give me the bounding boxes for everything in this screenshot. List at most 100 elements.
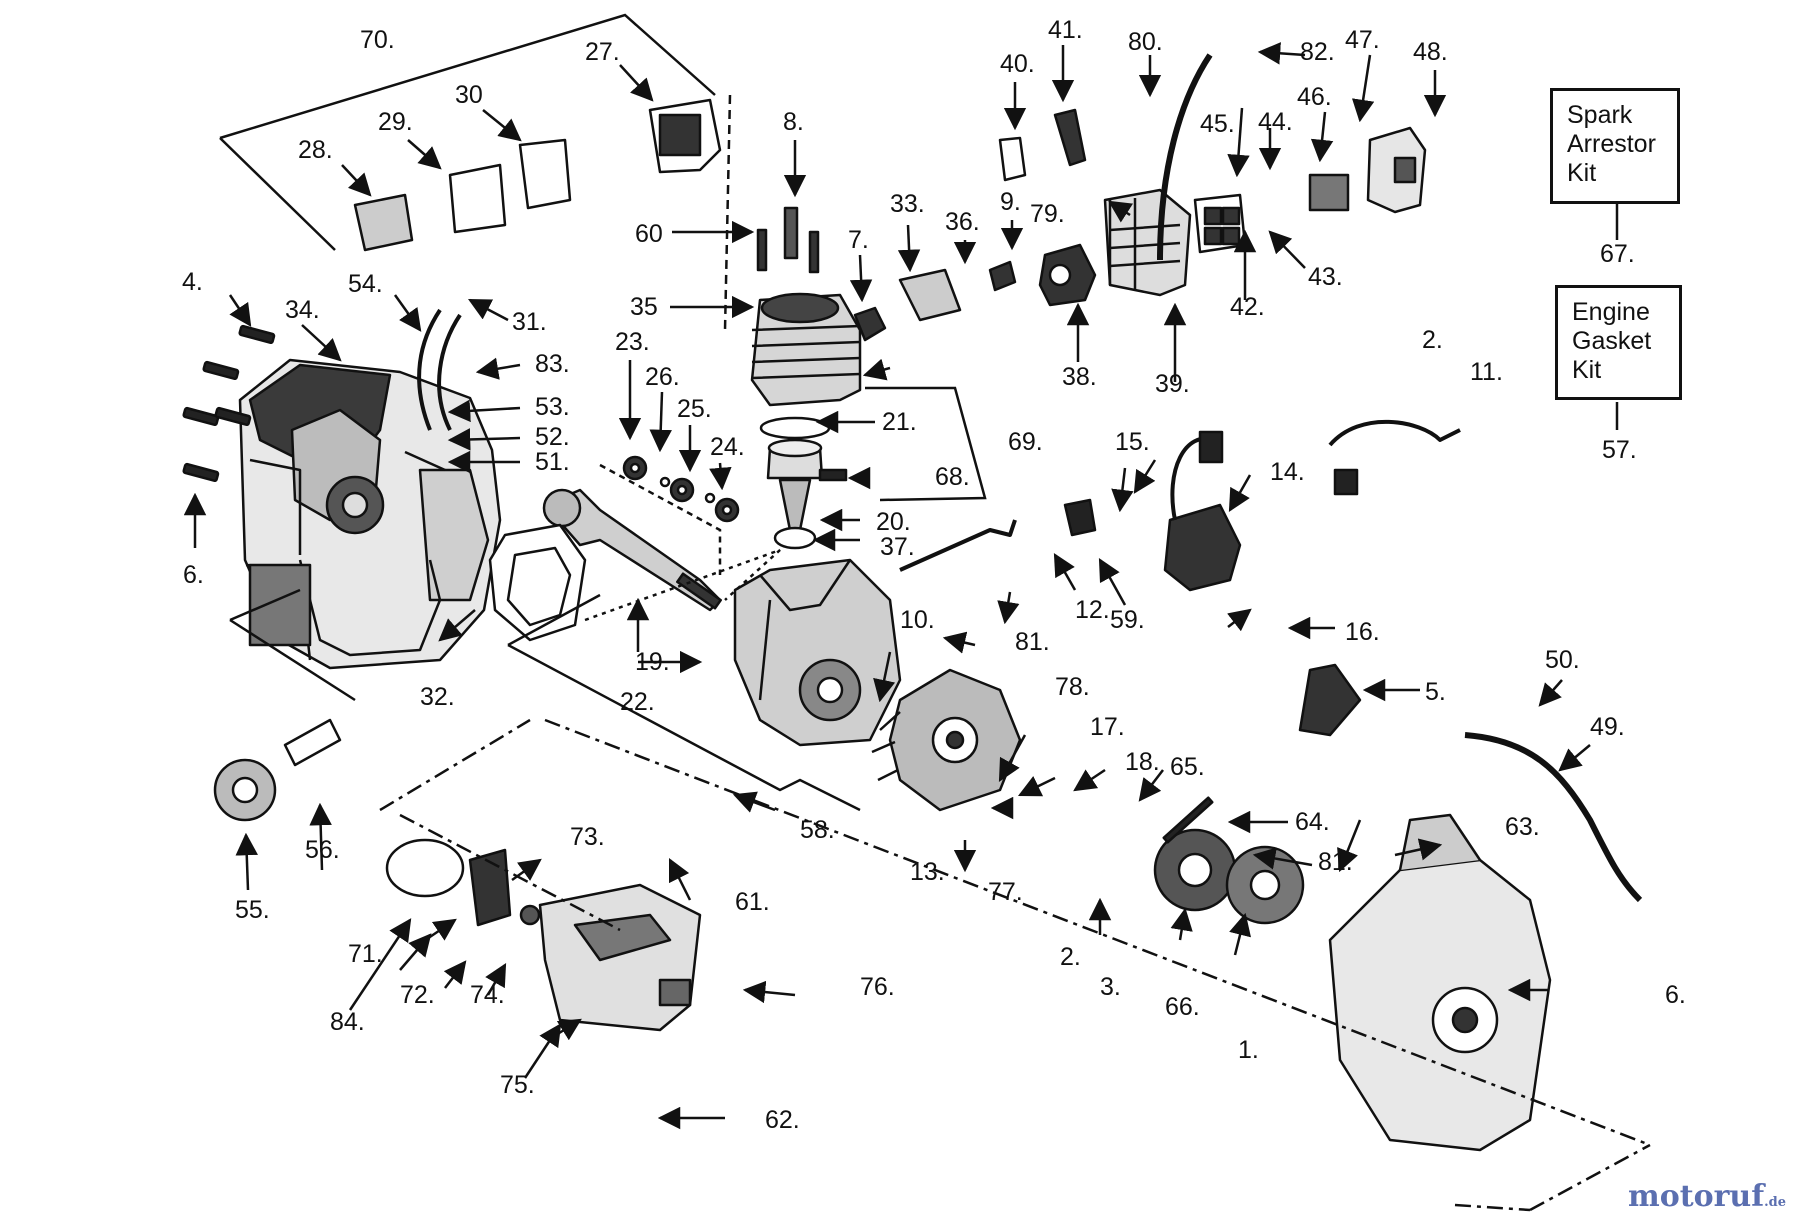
spark-arrestor-line2: Arrestor [1567, 130, 1656, 158]
engine-gasket-line2: Gasket [1572, 327, 1652, 355]
callout-17: 17. [1090, 713, 1125, 741]
callout-4: 4. [182, 268, 203, 296]
callout-42: 42. [1230, 293, 1265, 321]
callout-55: 55. [235, 896, 270, 924]
fuel-lines-drawing [417, 53, 1213, 431]
air-filter-drawing [1308, 173, 1350, 212]
callout-8: 8. [783, 108, 804, 136]
callout-21: 21. [882, 408, 917, 436]
callout-77: 77. [988, 878, 1023, 906]
callout-13: 13. [910, 858, 945, 886]
air-filter-cover-drawing [1366, 126, 1427, 214]
callout-6b: 6. [1665, 981, 1686, 1009]
callout-34: 34. [285, 296, 320, 324]
callout-32: 32. [420, 683, 455, 711]
callout-61: 61. [735, 888, 770, 916]
callout-3: 3. [1100, 973, 1121, 1001]
callout-37: 37. [880, 533, 915, 561]
callout-44: 44. [1258, 108, 1293, 136]
callout-47: 47. [1345, 26, 1380, 54]
callout-27: 27. [585, 38, 620, 66]
cable-drawing [1464, 732, 1643, 903]
ignition-coil-drawing [1163, 430, 1242, 592]
callout-30: 30 [455, 81, 483, 109]
callout-50: 50. [1545, 646, 1580, 674]
callout-18: 18. [1125, 748, 1160, 776]
callout-7: 7. [848, 226, 869, 254]
spark-arrestor-kit-box: Spark Arrestor Kit [1550, 88, 1680, 204]
callout-74: 74. [470, 981, 505, 1009]
clutch-shield-drawing [538, 883, 702, 1032]
piston-drawing [759, 416, 848, 550]
callout-70: 70. [360, 26, 395, 54]
callout-16: 16. [1345, 618, 1380, 646]
callout-79: 79. [1030, 200, 1065, 228]
callout-65: 65. [1170, 753, 1205, 781]
callout-26: 26. [645, 363, 680, 391]
callout-75: 75. [500, 1071, 535, 1099]
throttle-rod-drawing [899, 519, 1017, 572]
callout-14: 14. [1270, 458, 1305, 486]
callout-82: 82. [1300, 38, 1335, 66]
cylinder-drawing [750, 206, 862, 407]
callout-62: 62. [765, 1106, 800, 1134]
callout-2b: 2. [1060, 943, 1081, 971]
callout-81a: 81. [1015, 628, 1050, 656]
callout-72: 72. [400, 981, 435, 1009]
callout-51: 51. [535, 448, 570, 476]
callout-49: 49. [1590, 713, 1625, 741]
callout-10: 10. [900, 606, 935, 634]
callout-29: 29. [378, 108, 413, 136]
fuel-filter-drawing [213, 718, 342, 822]
callout-36: 36. [945, 208, 980, 236]
callout-9: 9. [1000, 188, 1021, 216]
callout-31: 31. [512, 308, 547, 336]
bearings-drawing [622, 455, 740, 523]
callout-64: 64. [1295, 808, 1330, 836]
crankcase-half-drawing [733, 558, 902, 747]
callout-24: 24. [710, 433, 745, 461]
crankcase-assembly-drawing [238, 358, 502, 670]
callout-66: 66. [1165, 993, 1200, 1021]
intake-gaskets-drawing [853, 260, 1017, 342]
callout-43: 43. [1308, 263, 1343, 291]
callout-56: 56. [305, 836, 340, 864]
callout-20: 20. [876, 508, 911, 536]
callout-54: 54. [348, 270, 383, 298]
callout-46: 46. [1297, 83, 1332, 111]
callout-40: 40. [1000, 50, 1035, 78]
callout-57: 57. [1602, 436, 1637, 464]
callout-78: 78. [1055, 673, 1090, 701]
spark-arrestor-line3: Kit [1567, 159, 1597, 187]
callout-2a: 2. [1422, 326, 1443, 354]
callout-19: 19. [635, 648, 670, 676]
gasket-drawing [488, 523, 587, 642]
callout-81b: 81. [1318, 848, 1353, 876]
callout-38: 38. [1062, 363, 1097, 391]
callout-15: 15. [1115, 428, 1150, 456]
callout-28: 28. [298, 136, 333, 164]
clutch-drawing [385, 838, 541, 927]
callout-71: 71. [348, 940, 383, 968]
callout-39: 39. [1155, 370, 1190, 398]
callout-6a: 6. [183, 561, 204, 589]
callout-84: 84. [330, 1008, 365, 1036]
callout-22: 22. [620, 688, 655, 716]
callout-59: 59. [1110, 606, 1145, 634]
engine-gasket-kit-box: Engine Gasket Kit [1555, 285, 1682, 400]
callout-53: 53. [535, 393, 570, 421]
callout-45: 45. [1200, 110, 1235, 138]
callout-25: 25. [677, 395, 712, 423]
callout-68: 68. [935, 463, 970, 491]
callout-80: 80. [1128, 28, 1163, 56]
callout-35: 35 [630, 293, 658, 321]
watermark-logo: motoruf.de [1628, 1179, 1786, 1214]
callout-60: 60 [635, 220, 663, 248]
engine-gasket-line1: Engine [1572, 298, 1650, 326]
callout-12: 12. [1075, 596, 1110, 624]
callout-63: 63. [1505, 813, 1540, 841]
callout-48: 48. [1413, 38, 1448, 66]
muffler-parts-drawing [353, 98, 722, 252]
callout-58: 58. [800, 816, 835, 844]
